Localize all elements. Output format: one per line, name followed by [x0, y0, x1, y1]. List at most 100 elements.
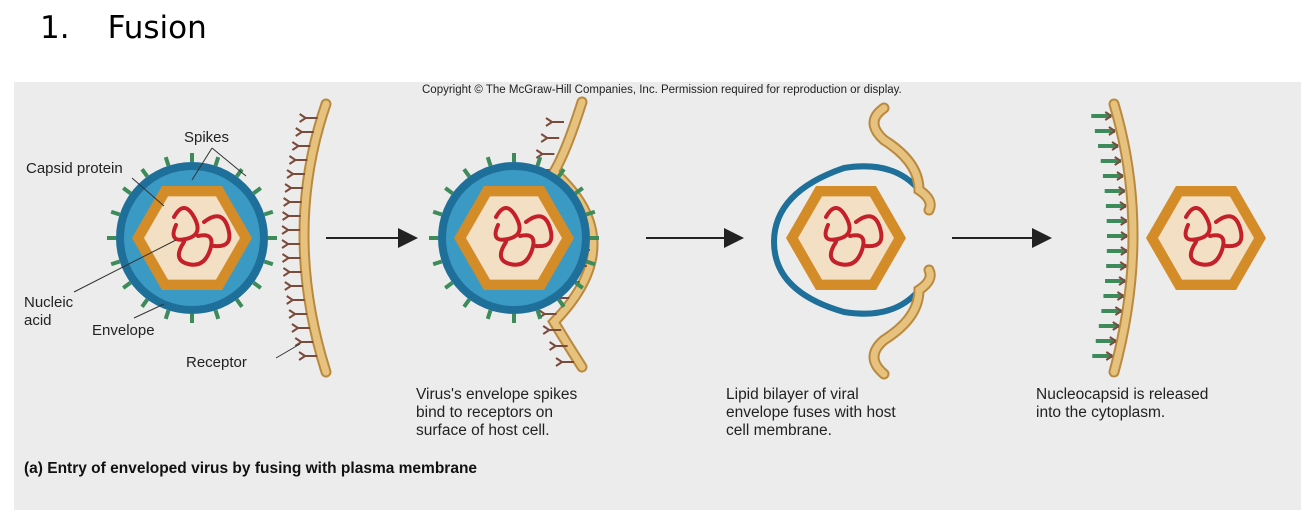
receptor — [281, 239, 301, 249]
spike — [122, 186, 132, 195]
receptor — [288, 309, 308, 319]
spike — [263, 259, 274, 267]
spike — [535, 309, 543, 320]
receptor — [298, 351, 318, 361]
receptor — [1109, 336, 1117, 346]
step-caption-3: Nucleocapsid is released into the cytopl… — [1036, 386, 1209, 421]
step-caption-2: Lipid bilayer of viral envelope fuses wi… — [726, 386, 896, 439]
receptor — [291, 141, 311, 151]
receptor — [1119, 261, 1127, 271]
receptor — [1114, 306, 1122, 316]
spike — [110, 259, 121, 267]
receptor — [1120, 231, 1128, 241]
receptor — [288, 155, 308, 165]
receptor — [284, 183, 304, 193]
spike — [535, 156, 543, 167]
released-nucleocapsid — [1146, 186, 1266, 290]
envelope-spikes-2 — [429, 153, 599, 323]
spike — [263, 209, 274, 217]
receptor — [1120, 216, 1128, 226]
panel-caption: (a) Entry of enveloped virus by fusing w… — [24, 460, 478, 477]
receptor — [542, 325, 562, 335]
receptor — [555, 357, 574, 367]
receptor — [299, 113, 318, 123]
receptor — [545, 117, 564, 127]
spike — [462, 168, 471, 178]
host-membrane-1-inner — [300, 100, 330, 376]
spike — [432, 209, 443, 217]
spike — [574, 281, 584, 290]
spike — [485, 156, 493, 167]
receptor — [294, 337, 314, 347]
receptor — [535, 149, 555, 159]
receptor — [286, 295, 305, 305]
receptor — [1112, 321, 1120, 331]
spike — [140, 168, 149, 178]
spike — [213, 156, 221, 167]
receptor — [295, 127, 314, 137]
fused-envelope — [770, 163, 922, 317]
receptor — [281, 225, 301, 235]
receptor — [1108, 126, 1116, 136]
spike — [444, 281, 454, 290]
spike — [235, 168, 244, 178]
fusion-diagram: Copyright © The McGraw-Hill Companies, I… — [14, 82, 1301, 510]
envelope-spikes-1 — [107, 153, 277, 323]
spike — [163, 309, 171, 320]
spike — [585, 259, 596, 267]
label-capsid-protein: Capsid protein — [26, 160, 123, 177]
spike — [140, 298, 149, 308]
spike — [432, 259, 443, 267]
spike — [444, 186, 454, 195]
receptors-stage-1 — [281, 113, 318, 361]
spike — [574, 186, 584, 195]
spike — [122, 281, 132, 290]
fusion-stage — [770, 102, 936, 380]
receptor — [283, 197, 302, 207]
receptor — [281, 253, 301, 263]
receptor — [284, 281, 303, 291]
diagram-graphics — [73, 96, 1266, 380]
receptor — [1111, 141, 1119, 151]
spike — [252, 281, 262, 290]
label-spikes: Spikes — [184, 129, 230, 146]
slide-heading: Fusion — [107, 10, 207, 46]
slide-number: 1. — [40, 10, 70, 46]
slide-title: 1. Fusion — [40, 6, 207, 50]
receptor — [291, 323, 310, 333]
receptor — [1116, 171, 1124, 181]
nucleic-acid-2 — [493, 206, 554, 267]
nucleic-acid-3 — [823, 206, 884, 267]
receptor — [1118, 276, 1126, 286]
receptor — [286, 169, 306, 179]
leader-lines — [73, 147, 301, 359]
spike — [462, 298, 471, 308]
spike — [110, 209, 121, 217]
label-nucleic-acid-1: Nucleic — [24, 294, 74, 311]
spike — [252, 186, 262, 195]
receptor — [1116, 291, 1124, 301]
label-envelope: Envelope — [92, 322, 155, 339]
virus-stage-2 — [429, 153, 599, 323]
label-nucleic-acid-2: acid — [24, 312, 52, 329]
spike — [557, 298, 566, 308]
membrane-spikes-4 — [1091, 111, 1128, 361]
spike — [585, 209, 596, 217]
receptor — [1118, 186, 1126, 196]
step-caption-1: Virus's envelope spikes bind to receptor… — [416, 386, 578, 439]
nucleic-acid-4 — [1183, 206, 1244, 267]
receptor — [540, 133, 560, 143]
spike — [485, 309, 493, 320]
spike — [557, 168, 566, 178]
spike — [235, 298, 244, 308]
label-receptor: Receptor — [186, 354, 247, 371]
receptor — [282, 267, 302, 277]
nucleic-acid-1 — [171, 206, 232, 267]
receptor — [1119, 201, 1127, 211]
copyright-notice: Copyright © The McGraw-Hill Companies, I… — [422, 84, 902, 96]
receptor — [1104, 111, 1112, 121]
spike — [213, 309, 221, 320]
spike — [163, 156, 171, 167]
receptor — [282, 211, 301, 221]
receptor — [1105, 351, 1113, 361]
